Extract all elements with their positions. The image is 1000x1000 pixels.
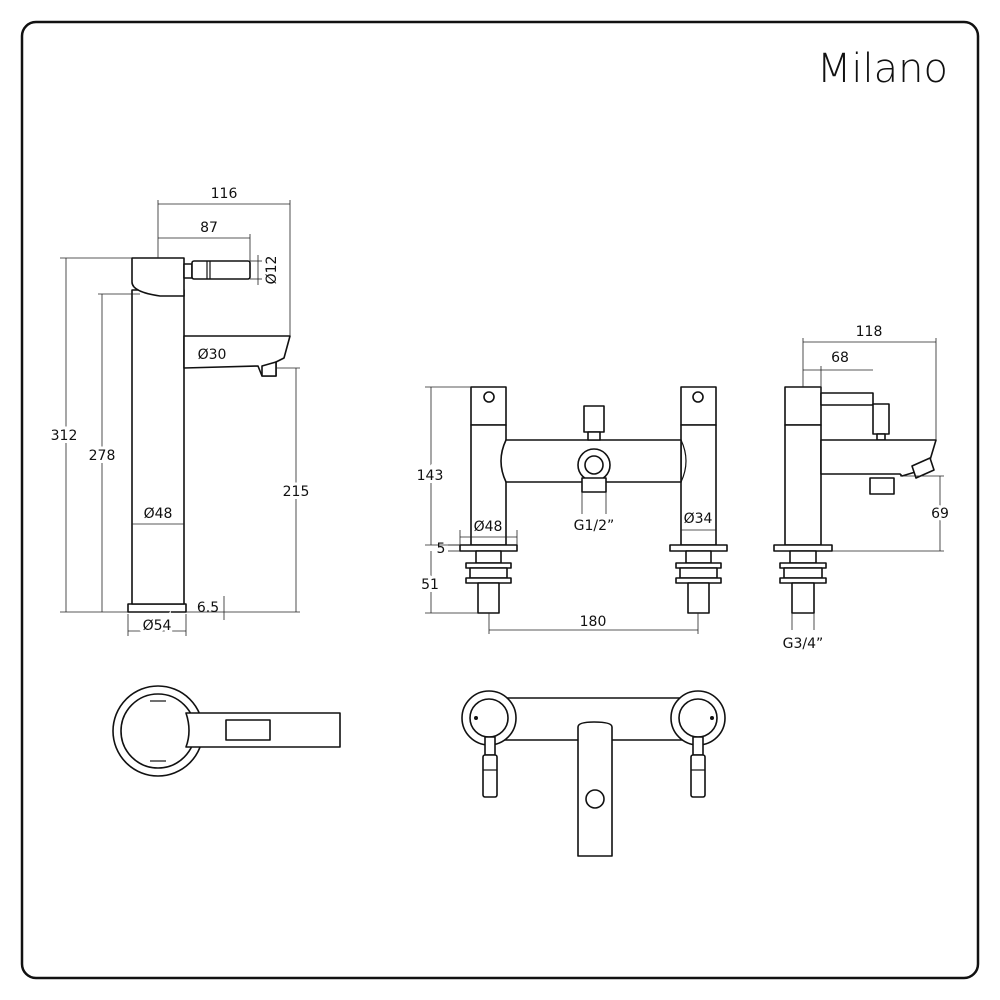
basin-plan-handle bbox=[225, 719, 271, 741]
bath-diverter-knob bbox=[583, 405, 605, 433]
basin-tap-cartridge bbox=[131, 257, 185, 297]
dim-bath-centres: 180 bbox=[580, 614, 607, 630]
bath-right-pillar bbox=[680, 424, 717, 546]
side-handset-connector bbox=[869, 477, 895, 495]
svg-text:180: 180 bbox=[580, 614, 607, 630]
side-flange bbox=[773, 544, 833, 552]
bath-plan-spout bbox=[577, 721, 613, 857]
dim-bath-body-dia: Ø34 bbox=[684, 511, 713, 527]
svg-text:215: 215 bbox=[283, 484, 310, 500]
basin-tap-aerator bbox=[261, 361, 277, 377]
dim-side-inlet-thread: G3/4” bbox=[783, 636, 824, 652]
dim-bath-thread: G1/2” bbox=[574, 518, 615, 534]
bath-plan-left-lever bbox=[482, 754, 498, 798]
side-shank bbox=[791, 582, 815, 614]
basin-tap-elevation: 116 87 Ø12 Ø30 312 312 278 278 215 215 Ø… bbox=[48, 186, 313, 637]
dim-basin-overall-width: 116 bbox=[211, 186, 238, 202]
bath-left-flange bbox=[459, 544, 518, 552]
dim-side-handle-reach: 68 bbox=[831, 350, 849, 366]
dim-basin-handle-reach: 87 bbox=[200, 220, 218, 236]
dim-side-overall-depth: 118 bbox=[856, 324, 883, 340]
brand-logo: Milano bbox=[817, 46, 948, 92]
svg-text:69: 69 bbox=[931, 506, 949, 522]
side-lever-grip bbox=[872, 403, 890, 435]
svg-text:143: 143 bbox=[417, 468, 444, 484]
bath-left-shank bbox=[477, 582, 500, 614]
dim-side-spout-height: 69 bbox=[931, 506, 949, 522]
bath-plan-right-lever bbox=[690, 754, 706, 798]
bath-handset-connector bbox=[581, 477, 607, 493]
side-aerator bbox=[911, 457, 935, 479]
side-handle-block bbox=[784, 386, 822, 426]
dim-bath-pillar-dia: Ø48 bbox=[474, 519, 503, 535]
bath-mixer-front: 143 143 Ø48 G1/2” Ø34 5 51 51 180 180 bbox=[414, 386, 728, 634]
side-lever bbox=[820, 392, 874, 406]
dim-basin-base-thickness: 6.5 bbox=[197, 600, 219, 616]
bath-left-handle-block bbox=[470, 386, 507, 426]
bath-mixer-plan bbox=[461, 690, 726, 857]
svg-text:312: 312 bbox=[51, 428, 78, 444]
basin-tap-body bbox=[131, 289, 185, 605]
dim-basin-spout-height: 215 bbox=[283, 484, 310, 500]
bath-left-indicator bbox=[483, 391, 495, 403]
basin-tap-lever-collar bbox=[183, 263, 193, 279]
svg-text:51: 51 bbox=[421, 577, 439, 593]
dim-basin-body-height: 278 bbox=[89, 448, 116, 464]
dim-basin-handle-dia: Ø12 bbox=[264, 256, 280, 285]
bath-plan-diverter bbox=[585, 789, 605, 809]
basin-tap-base bbox=[127, 603, 187, 613]
bath-right-flange bbox=[669, 544, 728, 552]
bath-right-indicator bbox=[692, 391, 704, 403]
bath-right-shank bbox=[687, 582, 710, 614]
svg-text:Ø54: Ø54 bbox=[143, 618, 172, 634]
dim-bath-height: 143 bbox=[417, 468, 444, 484]
bath-left-pillar bbox=[470, 424, 507, 546]
bath-mixer-side: 118 68 69 69 G3/4” bbox=[773, 324, 952, 652]
dim-basin-base-dia: Ø54 bbox=[143, 618, 172, 634]
basin-tap-plan bbox=[112, 685, 341, 777]
dim-basin-body-dia: Ø48 bbox=[144, 506, 173, 522]
dim-basin-spout-dia: Ø30 bbox=[198, 347, 227, 363]
dim-bath-shank: 51 bbox=[421, 577, 439, 593]
side-pillar bbox=[784, 424, 822, 546]
dim-basin-total-height: 312 bbox=[51, 428, 78, 444]
dim-bath-flange: 5 bbox=[437, 541, 446, 557]
basin-tap-lever bbox=[191, 260, 251, 280]
svg-text:278: 278 bbox=[89, 448, 116, 464]
side-spout bbox=[820, 439, 937, 477]
basin-plan-body bbox=[120, 693, 196, 769]
